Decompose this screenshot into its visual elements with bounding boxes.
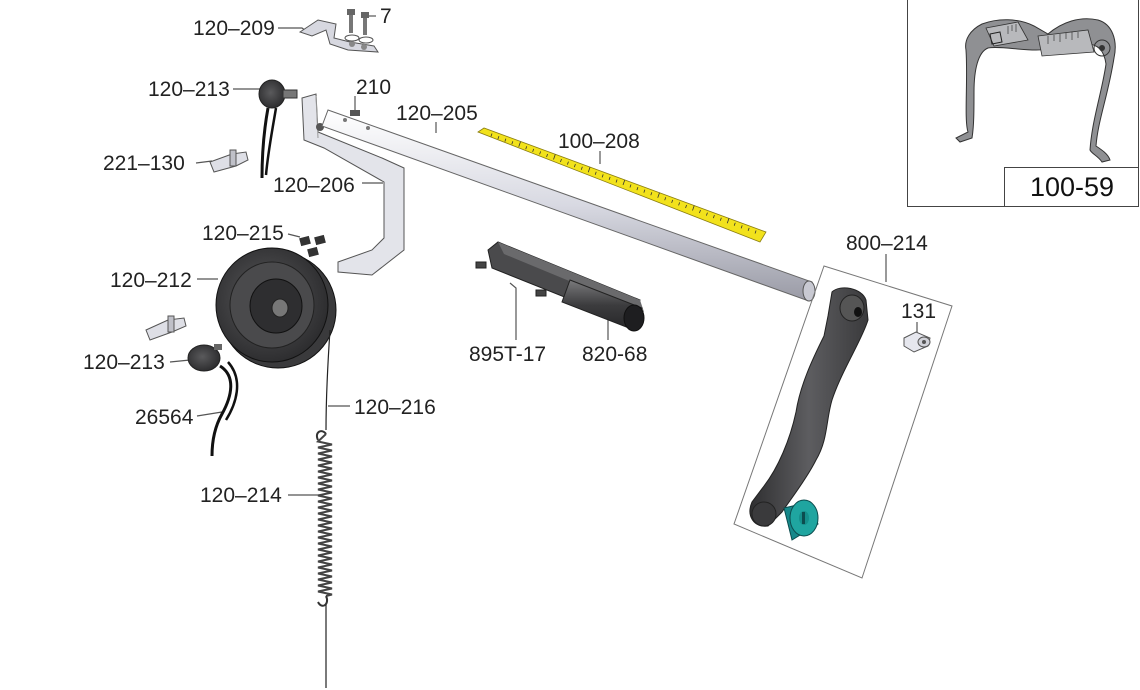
- ruler-100-208: [477, 127, 767, 243]
- ruler-tick: [525, 146, 528, 150]
- ruler-tick: [678, 202, 681, 206]
- inset-panel: 100-59: [907, 0, 1139, 207]
- ruler-tick: [594, 171, 597, 175]
- connector-221-130: [209, 149, 249, 173]
- label-120-209: 120–209: [193, 17, 275, 40]
- ruler-tick: [567, 161, 569, 165]
- label-120-214: 120–214: [200, 484, 282, 507]
- spring-120-214: [315, 430, 333, 607]
- inset-part-code: 100-59: [1004, 167, 1139, 206]
- bracket-120-209: [298, 19, 379, 53]
- ruler-tick: [747, 227, 750, 232]
- set-screws-120-215: [299, 234, 326, 258]
- label-7: 7: [380, 5, 392, 28]
- ruler-tick: [699, 209, 701, 214]
- ruler-tick: [580, 166, 583, 170]
- label-120-213-bottom: 120–213: [83, 351, 165, 374]
- ruler-tick: [643, 189, 646, 193]
- ruler-tick: [650, 192, 653, 196]
- ruler-tick: [657, 192, 660, 198]
- label-120-205: 120–205: [396, 102, 478, 125]
- ruler-tick: [671, 199, 674, 203]
- screw-210: [350, 110, 360, 116]
- label-131: 131: [901, 300, 937, 323]
- ruler-tick: [504, 138, 507, 142]
- sleeve-assembly: [475, 241, 645, 332]
- ruler-tick: [587, 167, 591, 173]
- ruler-tick: [733, 222, 736, 226]
- arm-800-214: [749, 287, 869, 527]
- ruler-tick: [615, 179, 618, 183]
- ruler-tick: [532, 148, 535, 152]
- wire-120-216: [325, 329, 331, 688]
- potentiometer-bottom: [187, 344, 239, 457]
- ruler-tick: [622, 179, 626, 186]
- leader-lines: [169, 15, 918, 496]
- label-120-206: 120–206: [273, 174, 355, 197]
- ruler-tick: [726, 218, 730, 224]
- label-120-216: 120–216: [354, 396, 436, 419]
- ruler-tick: [754, 230, 757, 234]
- ruler-tick: [740, 225, 743, 229]
- ruler-tick: [719, 217, 722, 221]
- ruler-tick: [601, 174, 604, 178]
- screws-7: [344, 9, 374, 44]
- ruler-tick: [490, 133, 493, 137]
- label-221-130: 221–130: [103, 152, 185, 175]
- label-26564: 26564: [135, 406, 194, 429]
- screw-131: [903, 331, 931, 353]
- ruler-tick: [664, 197, 667, 201]
- label-120-213-top: 120–213: [148, 78, 230, 101]
- rod-120-205: [321, 109, 816, 302]
- ruler-tick: [706, 212, 708, 216]
- label-100-208: 100–208: [558, 130, 640, 153]
- ruler-tick: [497, 135, 500, 140]
- bracket-120-206: [301, 93, 405, 276]
- label-210: 210: [356, 76, 392, 99]
- ruler-tick: [546, 153, 548, 158]
- label-120-212: 120–212: [110, 269, 192, 292]
- ruler-tick: [511, 141, 514, 145]
- ruler-tick: [692, 205, 695, 211]
- ruler-tick: [685, 204, 687, 209]
- gauge-frame-illustration: [955, 18, 1116, 163]
- label-820-68: 820-68: [582, 343, 648, 366]
- potentiometer-top: [258, 79, 298, 179]
- arm-frame-800-214: [733, 265, 953, 579]
- ruler-tick: [518, 141, 521, 147]
- ruler-tick: [553, 154, 556, 160]
- ruler-tick: [608, 176, 611, 181]
- label-895T-17: 895T-17: [469, 343, 547, 366]
- ruler-tick: [636, 186, 639, 191]
- ruler-tick: [629, 184, 632, 188]
- ruler-tick: [573, 164, 576, 168]
- ruler-tick: [712, 215, 715, 219]
- pulley-120-212: [215, 247, 337, 369]
- label-120-215: 120–215: [202, 222, 284, 245]
- label-800-214: 800–214: [846, 232, 928, 255]
- connector-left: [145, 315, 187, 341]
- teal-knob: [783, 499, 819, 541]
- ruler-tick: [539, 151, 542, 155]
- ruler-tick: [560, 158, 562, 163]
